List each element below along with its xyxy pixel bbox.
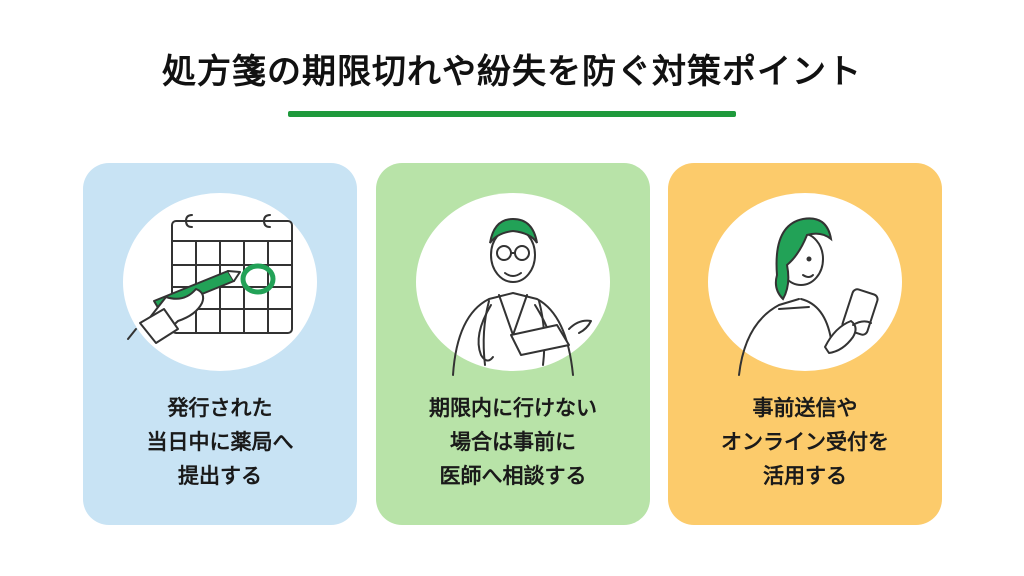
tip-text: 発行された 当日中に薬局へ 提出する — [83, 391, 357, 493]
calendar-pen-icon — [127, 214, 293, 344]
tip-text: 期限内に行けない 場合は事前に 医師へ相談する — [376, 391, 650, 493]
tip-line: 事前送信や — [752, 396, 858, 420]
title-underline — [288, 111, 736, 117]
tip-card-submit-same-day: 発行された 当日中に薬局へ 提出する — [83, 163, 357, 525]
tip-line: 活用する — [763, 464, 847, 488]
person-smartphone-icon — [738, 217, 879, 376]
tip-line: 発行された — [167, 396, 273, 420]
tip-line: 提出する — [178, 464, 262, 488]
tip-text: 事前送信や オンライン受付を 活用する — [668, 391, 942, 493]
tip-line: 期限内に行けない — [429, 396, 597, 420]
page-title: 処方箋の期限切れや紛失を防ぐ対策ポイント — [162, 52, 862, 92]
tip-line: 場合は事前に — [450, 430, 576, 454]
tip-line: オンライン受付を — [721, 430, 889, 454]
tip-line: 当日中に薬局へ — [146, 430, 294, 454]
tip-line: 医師へ相談する — [439, 464, 587, 488]
doctor-icon — [452, 217, 592, 376]
tip-card-consult-doctor: 期限内に行けない 場合は事前に 医師へ相談する — [376, 163, 650, 525]
tip-card-online-reception: 事前送信や オンライン受付を 活用する — [668, 163, 942, 525]
